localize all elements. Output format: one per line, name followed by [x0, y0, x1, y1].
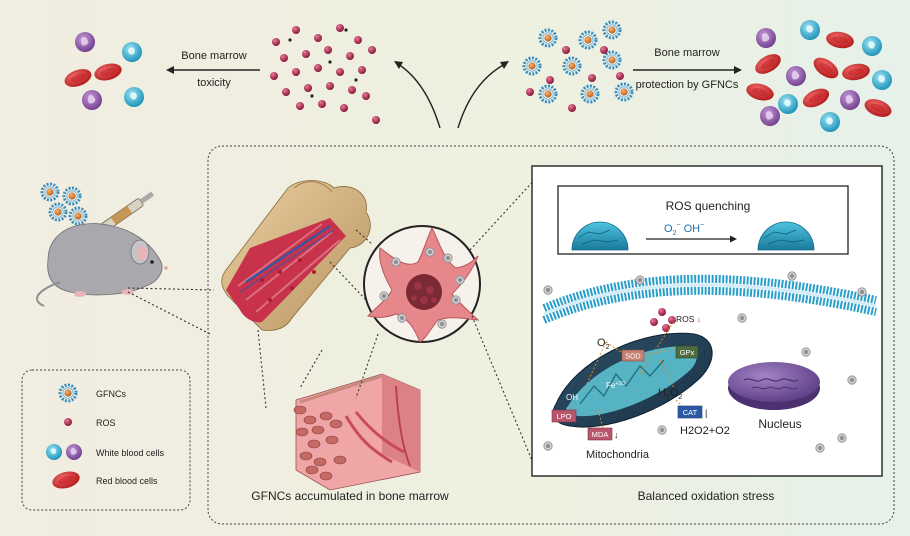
oh-label: OH [566, 393, 578, 402]
caption-accumulated: GFNCs accumulated in bone marrow [251, 489, 449, 503]
mda-badge: MDA ↓ [587, 427, 619, 441]
nucleus: Nucleus [728, 362, 820, 431]
radicals-label: O2− OH− [664, 222, 704, 237]
toxicity-label-top: Bone marrow [181, 50, 246, 62]
top-right-blood-cells [744, 20, 894, 132]
legend-wbc: White blood cells [96, 448, 165, 458]
protection-arrow: Bone marrow protection by GFNCs [633, 47, 742, 91]
svg-text:SOD: SOD [625, 354, 640, 361]
svg-text:↓: ↓ [614, 430, 619, 440]
sod-badge: SOD [621, 349, 645, 362]
cell-membrane [542, 274, 877, 324]
ros-quenching-box: ROS quenching O2− OH− [557, 185, 849, 255]
cat-badge: CAT | [677, 405, 707, 419]
caption-balanced: Balanced oxidation stress [638, 489, 775, 503]
femur-bone [221, 180, 371, 331]
bone-to-circle-connectors [257, 229, 373, 409]
toxicity-arrow: Bone marrow toxicity [166, 50, 260, 89]
gpx-badge: GPx ↑ [675, 345, 707, 359]
protection-label-bottom: protection by GFNCs [636, 79, 739, 91]
mouse-to-bone-connectors [127, 287, 215, 335]
h2o2-label: H2O2 [658, 387, 682, 401]
toxicity-label-bottom: toxicity [197, 77, 231, 89]
svg-text:↑: ↑ [702, 348, 707, 358]
ros-quenching-title: ROS quenching [666, 199, 751, 213]
ros-level-label: ROS ↓ [676, 314, 701, 324]
lpo-badge: LPO [551, 409, 577, 423]
legend-box: GFNCs ROS White blood cells Red blood ce… [21, 369, 191, 511]
svg-text:MDA: MDA [592, 430, 609, 439]
svg-text:LPO: LPO [556, 412, 571, 421]
circle-to-panel-connectors [355, 175, 539, 471]
main-dashed-panel [207, 145, 895, 525]
ros-cluster [270, 24, 380, 124]
branch-arrows [394, 61, 509, 129]
legend-ros: ROS [96, 418, 116, 428]
marrow-section-block [293, 373, 421, 491]
protection-label-top: Bone marrow [654, 47, 719, 59]
o2-label: O2 [597, 337, 610, 351]
top-left-blood-cells [62, 32, 144, 110]
svg-text:CAT: CAT [683, 408, 698, 417]
legend-rbc: Red blood cells [96, 476, 158, 486]
fe-label: Fe+2/3 [606, 381, 625, 390]
svg-text:GPx: GPx [680, 348, 695, 357]
mouse-with-syringe [36, 182, 168, 307]
gfnc-ros-cluster [522, 20, 634, 112]
legend-gfncs: GFNCs [96, 389, 126, 399]
svg-text:|: | [705, 408, 707, 418]
nucleus-label: Nucleus [758, 417, 801, 431]
marrow-zoom-circle [363, 225, 481, 343]
h2o-o2-label: H2O2+O2 [680, 425, 730, 437]
mitochondria-label: Mitochondria [586, 449, 650, 461]
